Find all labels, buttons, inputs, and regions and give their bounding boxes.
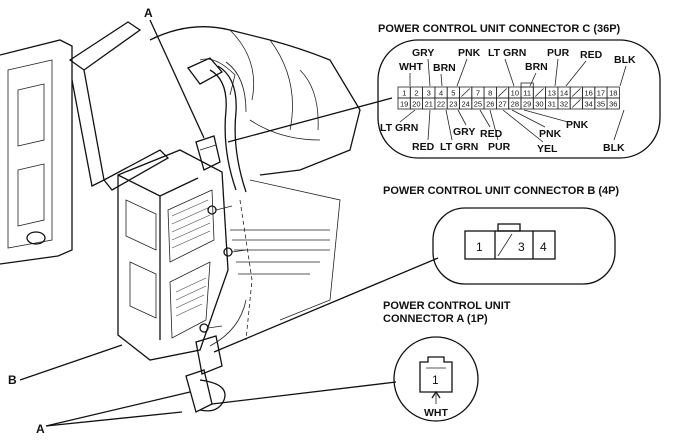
leader-a-bottom-2: [45, 411, 183, 427]
connector-c-empty-cavity: [571, 88, 581, 97]
wire-label: WHT: [399, 61, 423, 73]
connector-c-pin-number: 3: [427, 88, 431, 97]
connector-a-title-line2: CONNECTOR A (1P): [383, 313, 488, 325]
connector-c-title: POWER CONTROL UNIT CONNECTOR C (36P): [378, 23, 621, 35]
connector-c-pin-number: 27: [498, 99, 506, 108]
wire-label: GRY: [412, 47, 434, 59]
connector-c-pin-number: 14: [560, 88, 568, 97]
leader-connector-a: [211, 381, 397, 405]
connector-c-pin-number: 31: [548, 99, 556, 108]
leader-b: [19, 344, 123, 381]
connector-c-top-leaders: [409, 58, 627, 87]
connector-c-pin-number: 24: [461, 99, 469, 108]
connector-c-empty-cavity: [535, 88, 544, 97]
connector-a-outline: [393, 336, 479, 422]
leader-connector-b: [213, 257, 439, 353]
connector-a-title-line1: POWER CONTROL UNIT: [383, 300, 511, 312]
connector-c-pin-number: 36: [609, 99, 617, 108]
callout-b: B: [8, 373, 17, 387]
connector-c-pin-number: 8: [488, 88, 492, 97]
wire-label: LT GRN: [440, 141, 478, 153]
wire-label: LT GRN: [380, 122, 418, 134]
connector-b-outline: [432, 207, 616, 285]
wire-label: BLK: [603, 142, 625, 154]
connector-c-pin-number: 10: [511, 88, 519, 97]
wire-label: BRN: [525, 61, 548, 73]
connector-c-bottom-wire-labels: LT GRN RED GRY LT GRN RED PUR PNK YEL PN…: [380, 119, 625, 155]
connector-c-pin-number: 34: [584, 99, 592, 108]
connector-c-pin-number: 16: [584, 88, 592, 97]
vehicle-illustration: [0, 21, 361, 413]
connector-c-pin-number: 35: [597, 99, 605, 108]
connector-c-lock-tab: [520, 82, 534, 88]
wire-label: RED: [480, 128, 503, 140]
leader-a-top: [149, 19, 205, 139]
connector-c-empty-cavity: [498, 88, 507, 97]
wire-label: RED: [412, 141, 435, 153]
connector-c-pin-number: 26: [486, 99, 494, 108]
wire-label: PNK: [458, 47, 481, 59]
wire-label: BRN: [433, 62, 456, 74]
leader-a-bottom-1: [45, 391, 191, 427]
connector-c-pin-number: 25: [474, 99, 482, 108]
wire-label: PUR: [547, 47, 570, 59]
wire-label: RED: [580, 49, 603, 61]
connector-c-pin-number: 13: [548, 88, 556, 97]
connector-c-pin-number: 1: [402, 88, 406, 97]
connector-c-pin-number: 23: [449, 99, 457, 108]
wire-label: PUR: [488, 141, 511, 153]
connector-c-empty-cavity: [461, 88, 471, 97]
bolt-icon: [207, 205, 233, 215]
connector-c-pin-number: 19: [400, 99, 408, 108]
connector-c-pin-number: 32: [560, 99, 568, 108]
callout-a-top: A: [144, 6, 153, 20]
connector-c-pin-number: 28: [511, 99, 519, 108]
connector-a-pin: 1: [432, 373, 439, 387]
leader-connector-c: [227, 97, 393, 143]
wire-label: LT GRN: [488, 47, 526, 59]
connector-b-pin: 3: [518, 240, 525, 254]
arrow-up-icon: [431, 390, 441, 399]
connector-b-pin: 1: [476, 240, 483, 254]
connector-b-pin: 4: [540, 240, 547, 254]
connector-c-pin-number: 30: [535, 99, 543, 108]
wire-label: BLK: [614, 54, 636, 66]
connector-c-pin-number: 4: [439, 88, 443, 97]
connector-c-outline: [377, 39, 661, 159]
connector-b-face: [464, 223, 556, 260]
connector-c-empty-cavity: [571, 99, 581, 108]
connector-c-pin-number: 21: [425, 99, 433, 108]
connector-c-pin-number: 22: [437, 99, 445, 108]
callout-a-bottom: A: [36, 422, 45, 436]
connector-c-bottom-leaders: [399, 109, 625, 143]
wire-label: PNK: [539, 128, 562, 140]
connector-a-face: [419, 356, 453, 393]
connector-c-pin-number: 17: [597, 88, 605, 97]
wire-label: GRY: [453, 126, 475, 138]
connector-c-pin-number: 29: [523, 99, 531, 108]
connector-c-pin-number: 11: [523, 88, 531, 97]
wire-label: YEL: [537, 143, 558, 155]
connector-b-title: POWER CONTROL UNIT CONNECTOR B (4P): [383, 185, 619, 197]
connector-c-top-wire-labels: WHT GRY BRN PNK LT GRN BRN PUR RED BLK: [399, 47, 636, 74]
connector-c-cavity: [606, 97, 620, 110]
bolt-icon: [199, 323, 223, 333]
connector-c-pin-number: 5: [451, 88, 455, 97]
connector-a-wire-label: WHT: [424, 407, 448, 419]
connector-c-pin-number: 2: [414, 88, 418, 97]
connector-c-pin-number: 7: [476, 88, 480, 97]
connector-c-pin-number: 20: [412, 99, 420, 108]
connector-c-pin-number: 18: [609, 88, 617, 97]
wire-label: PNK: [566, 119, 589, 131]
